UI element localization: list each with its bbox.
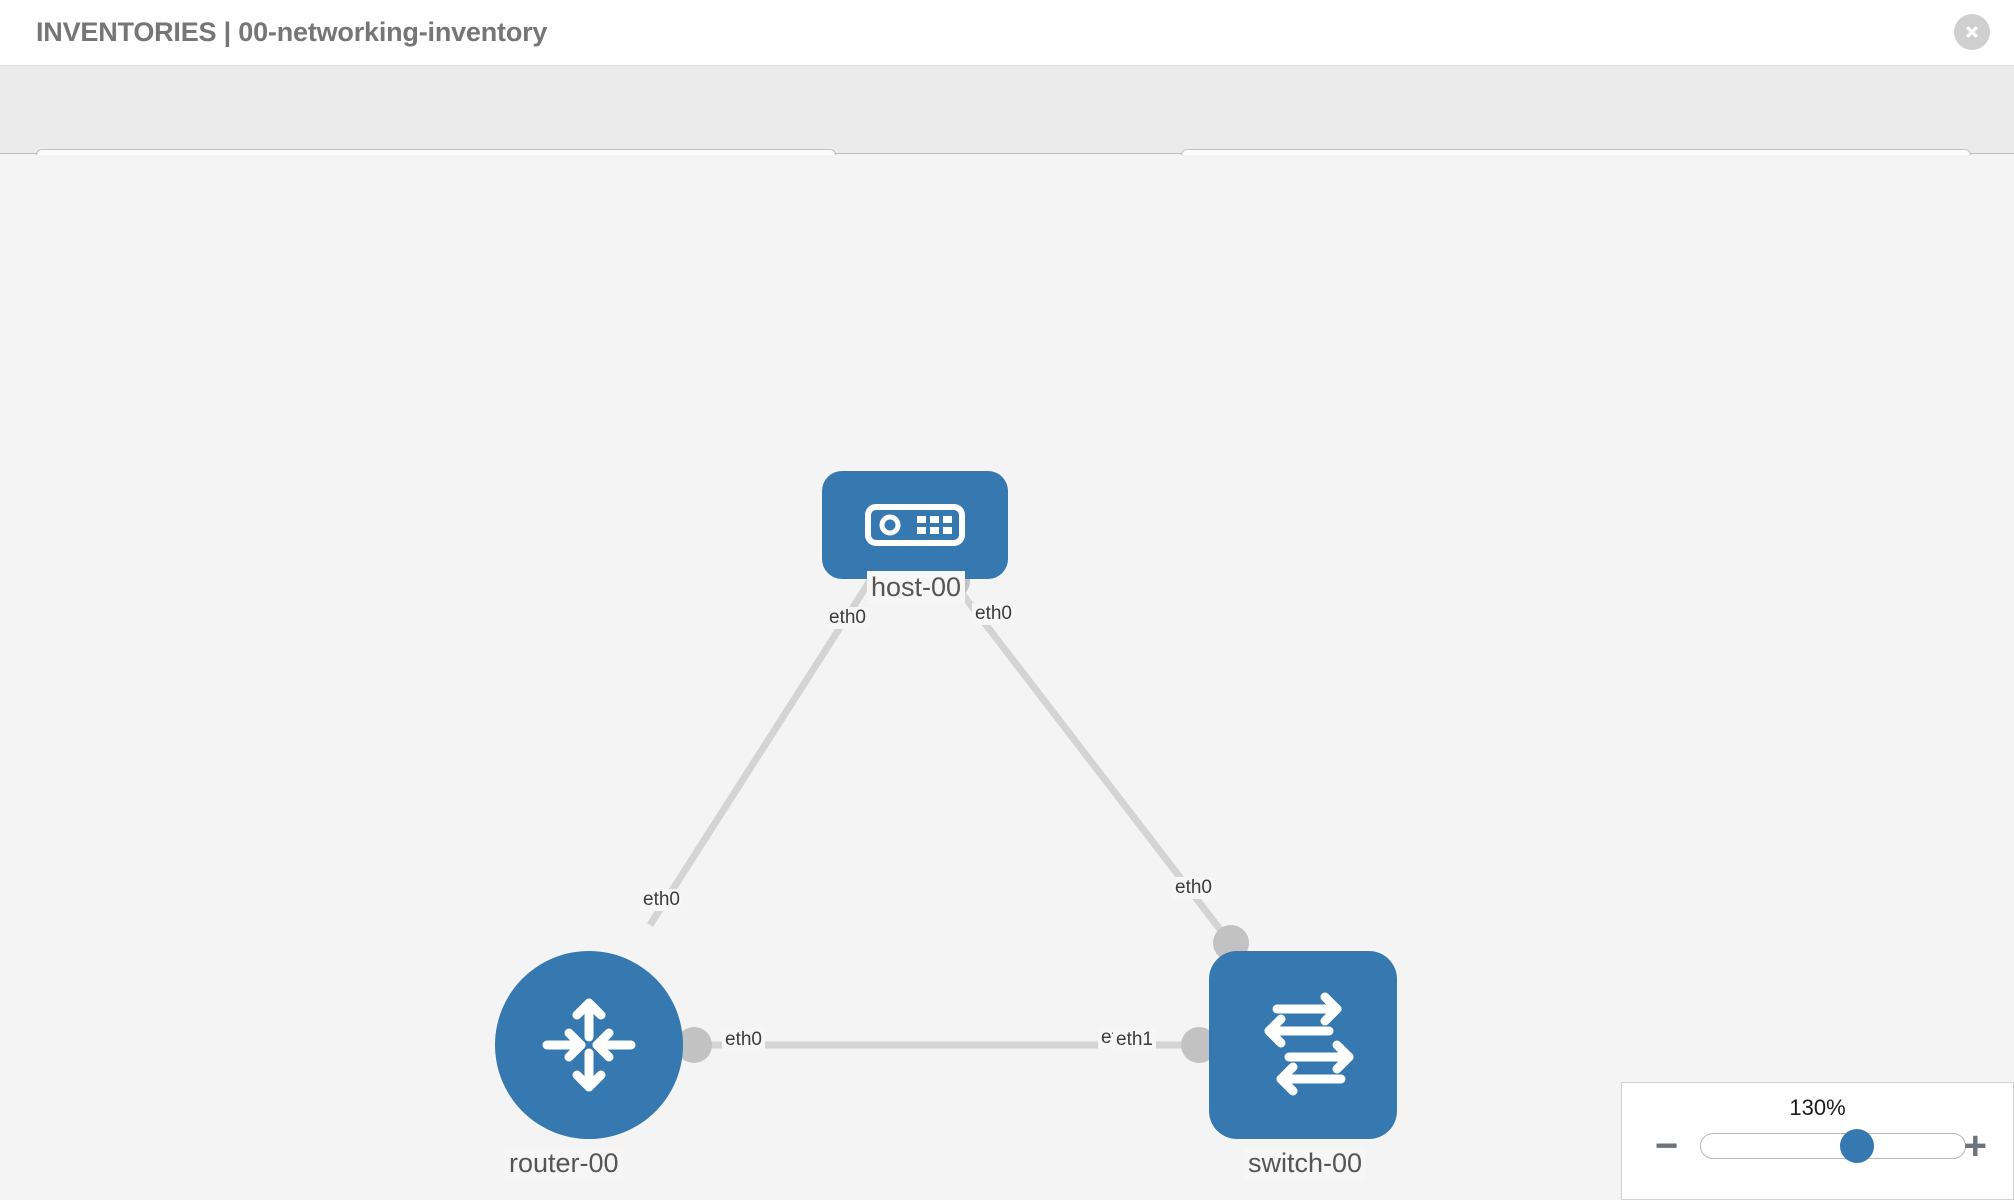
router-arrows-icon	[542, 998, 636, 1092]
port-label-host-right: eth0	[972, 603, 1015, 625]
port-label-router-right: eth0	[722, 1029, 765, 1051]
topology-canvas[interactable]: host-00 eth0 eth0	[0, 155, 2014, 1200]
port-label-switch-left: eth1	[1113, 1029, 1156, 1051]
switch-node-shape[interactable]	[1209, 951, 1397, 1139]
switch-arrows-icon	[1264, 992, 1354, 1096]
port-label-switch-up: eth0	[1172, 877, 1215, 899]
host-node-shape[interactable]	[822, 471, 1008, 579]
node-label-host: host-00	[867, 571, 966, 604]
server-icon	[865, 504, 965, 546]
zoom-level-value: 130%	[1789, 1095, 1846, 1120]
zoom-out-button[interactable]: −	[1655, 1124, 1679, 1168]
toolbar: ACTIONS SEARCH	[0, 66, 2014, 203]
zoom-control-panel[interactable]: 130% − +	[1621, 1082, 2014, 1200]
router-node-shape[interactable]	[495, 951, 683, 1139]
node-label-router: router-00	[505, 1147, 623, 1180]
page-header: INVENTORIES | 00-networking-inventory	[0, 0, 2014, 66]
zoom-in-button[interactable]: +	[1963, 1124, 1987, 1168]
zoom-slider-thumb[interactable]	[1840, 1129, 1875, 1163]
node-label-switch: switch-00	[1244, 1147, 1367, 1180]
close-icon[interactable]	[1954, 14, 1990, 50]
zoom-slider-track[interactable]	[1700, 1129, 1966, 1163]
topology-graph	[647, 562, 1235, 1049]
page-title: INVENTORIES | 00-networking-inventory	[36, 17, 548, 47]
port-label-host-left: eth0	[826, 607, 869, 629]
close-glyph	[1966, 26, 1978, 38]
port-label-router-up: eth0	[640, 889, 683, 911]
